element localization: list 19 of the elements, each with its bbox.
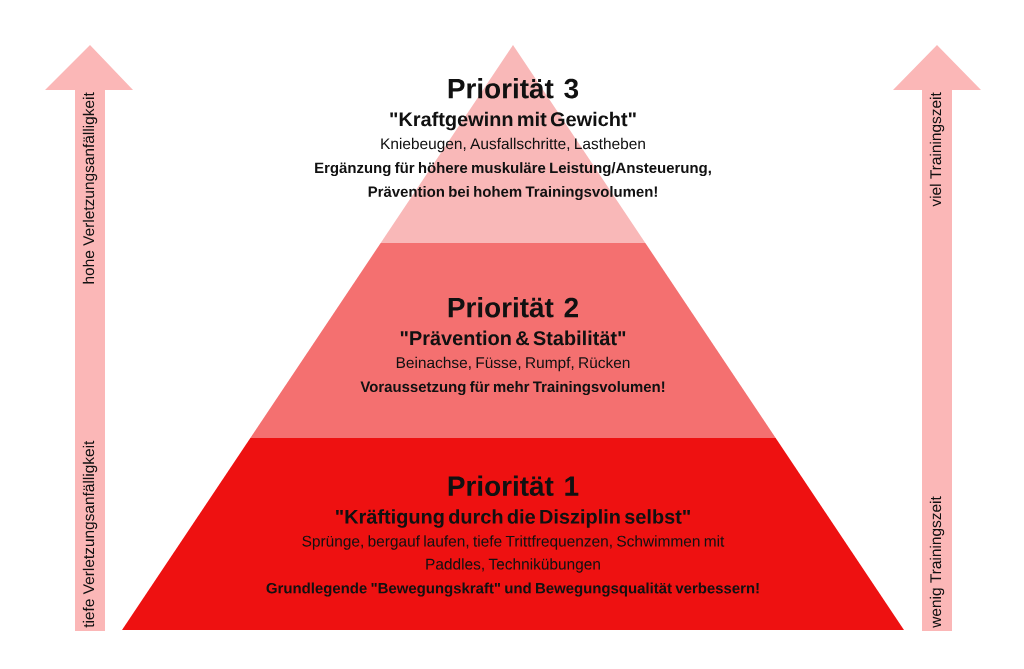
tier-subtitle: "Prävention & Stabilität" <box>400 330 626 346</box>
tier-subtitle: "Kräftigung durch die Disziplin selbst" <box>336 509 690 528</box>
tier-heading: Priorität 1 <box>448 475 579 496</box>
tier-note: Voraussetzung für mehr Trainingsvolumen! <box>360 381 665 396</box>
pyramid-tier <box>315 45 711 243</box>
tier-subtitle: "Kraftgewinn mit Gewicht" <box>390 111 636 131</box>
pyramid-tier <box>250 243 776 438</box>
tier-heading: Priorität 3 <box>448 78 579 99</box>
pyramid-tier <box>122 438 904 630</box>
tier-note: Grundlegende "Bewegungskraft" und Bewegungsqualität verbessern! <box>266 582 759 597</box>
tier-heading: Priorität 2 <box>448 296 578 318</box>
tier-note: Ergänzung für höhere muskuläre Leistung/Ansteuerung, Prävention bei hohem Trainingsvolumen! <box>315 162 711 200</box>
arrow-label: wenig Trainingszeit <box>929 496 945 628</box>
arrow-label: hohe Verletzungsanfälligkeit <box>82 92 98 284</box>
exercise-list: Beinachse, Füsse, Rumpf, Rücken <box>396 356 630 372</box>
exercise-list: Kniebeugen, Ausfallschritte, Lastheben <box>381 137 645 153</box>
arrow-label: tiefe Verletzungsanfälligkeit <box>82 440 98 628</box>
arrow-label: viel Trainingszeit <box>929 92 945 207</box>
exercise-list: Sprünge, bergauf laufen, tiefe Trittfrequenzen, Schwimmen mit Paddles, Technikübungen <box>302 535 725 573</box>
